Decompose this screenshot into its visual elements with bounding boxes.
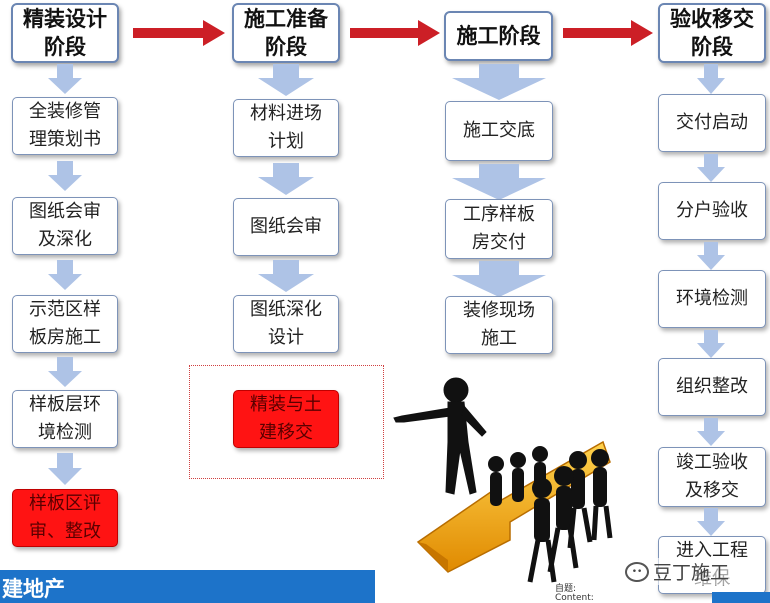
arrow-down-icon — [697, 418, 725, 446]
arrow-down-icon — [452, 261, 546, 297]
box-site-decoration: 装修现场 施工 — [445, 296, 553, 354]
arrow-down-icon — [258, 260, 314, 292]
arrow-down-icon — [697, 242, 725, 270]
header-acceptance-stage: 验收移交 阶段 — [658, 3, 766, 63]
box-drawing-review: 图纸会审 — [233, 198, 339, 256]
box-drawing-review-deepening: 图纸会审 及深化 — [12, 197, 118, 255]
wechat-icon: •• — [625, 561, 649, 582]
arrow-right-icon — [350, 20, 440, 46]
box-sample-floor-env-test: 样板层环 境检测 — [12, 390, 118, 448]
arrow-down-icon — [48, 357, 82, 387]
header-prep-stage: 施工准备 阶段 — [232, 3, 340, 63]
box-organize-rectify: 组织整改 — [658, 358, 766, 416]
box-sample-room-construction: 示范区样 板房施工 — [12, 295, 118, 353]
dotted-highlight-frame — [189, 365, 384, 479]
arrow-down-icon — [697, 64, 725, 94]
arrow-right-icon — [563, 20, 653, 46]
arrow-down-icon — [452, 64, 546, 100]
box-material-plan: 材料进场 计划 — [233, 99, 339, 157]
footer-stripe — [712, 592, 770, 603]
box-handover-civil: 精装与土 建移交 — [233, 390, 339, 448]
header-construction-stage: 施工阶段 — [444, 11, 553, 61]
box-delivery-start: 交付启动 — [658, 94, 766, 152]
arrow-right-icon — [133, 20, 225, 46]
arrow-down-icon — [258, 163, 314, 195]
arrow-down-icon — [48, 161, 82, 191]
arrow-down-icon — [452, 164, 546, 200]
footer-small-text: 自题: Content: — [555, 584, 594, 603]
box-household-acceptance: 分户验收 — [658, 182, 766, 240]
box-decoration-plan: 全装修管 理策划书 — [12, 97, 118, 155]
box-process-sample-delivery: 工序样板 房交付 — [445, 199, 553, 259]
arrow-down-icon — [48, 453, 82, 485]
arrow-down-icon — [258, 64, 314, 96]
footer-company: 建地产 — [2, 577, 65, 601]
arrow-down-icon — [48, 260, 82, 290]
box-env-test: 环境检测 — [658, 270, 766, 328]
arrow-down-icon — [697, 330, 725, 358]
arrow-down-icon — [697, 154, 725, 182]
box-construction-briefing: 施工交底 — [445, 101, 553, 161]
header-design-stage: 精装设计 阶段 — [11, 3, 119, 63]
arrow-down-icon — [697, 508, 725, 536]
watermark: ••豆丁施工 — [625, 558, 730, 585]
team-leader-illustration — [393, 377, 613, 583]
box-completion-acceptance: 竣工验收 及移交 — [658, 447, 766, 507]
footer-bar — [0, 570, 375, 603]
box-sample-review-rectify: 样板区评 审、整改 — [12, 489, 118, 547]
arrow-down-icon — [48, 64, 82, 94]
box-drawing-deepening-design: 图纸深化 设计 — [233, 295, 339, 353]
